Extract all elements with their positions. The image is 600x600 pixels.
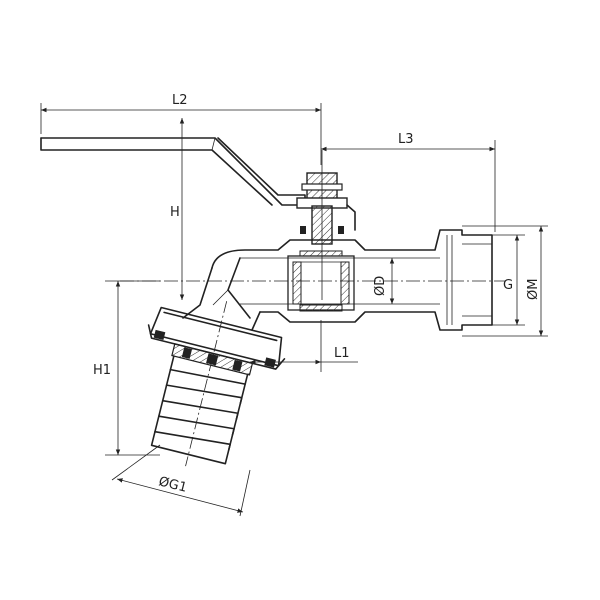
label-D: ØD [373, 276, 388, 296]
dimension-H1: H1 [93, 280, 160, 456]
dimension-D: ØD [373, 258, 395, 304]
dimension-G1: ØG1 [111, 444, 251, 517]
dimension-L1: L1 [250, 320, 358, 372]
dimension-L2: L2 [40, 93, 322, 165]
label-G1: ØG1 [157, 474, 188, 495]
label-H: H [170, 205, 180, 220]
dimension-G: G [492, 234, 525, 326]
label-G: G [503, 278, 513, 293]
dimension-H: H [170, 118, 185, 300]
valve-body [120, 229, 505, 331]
valve-stem [296, 150, 356, 300]
dimension-L3: L3 [321, 132, 496, 232]
label-L1: L1 [334, 346, 350, 361]
hose-connector [147, 301, 286, 467]
label-M: ØM [526, 279, 541, 300]
dimension-M: ØM [462, 225, 548, 337]
label-L2: L2 [172, 93, 188, 108]
label-H1: H1 [93, 363, 111, 378]
label-L3: L3 [398, 132, 414, 147]
lever-handle [40, 137, 306, 206]
